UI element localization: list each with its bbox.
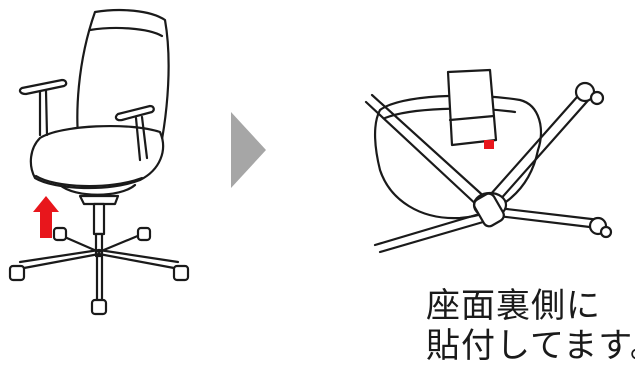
caption: 座面裏側に 貼付してます。 — [426, 286, 635, 366]
label-marker — [484, 140, 494, 149]
caption-line-1: 座面裏側に — [426, 286, 601, 326]
caption-line-2: 貼付してます。 — [426, 326, 635, 366]
up-arrow-icon — [33, 196, 59, 238]
